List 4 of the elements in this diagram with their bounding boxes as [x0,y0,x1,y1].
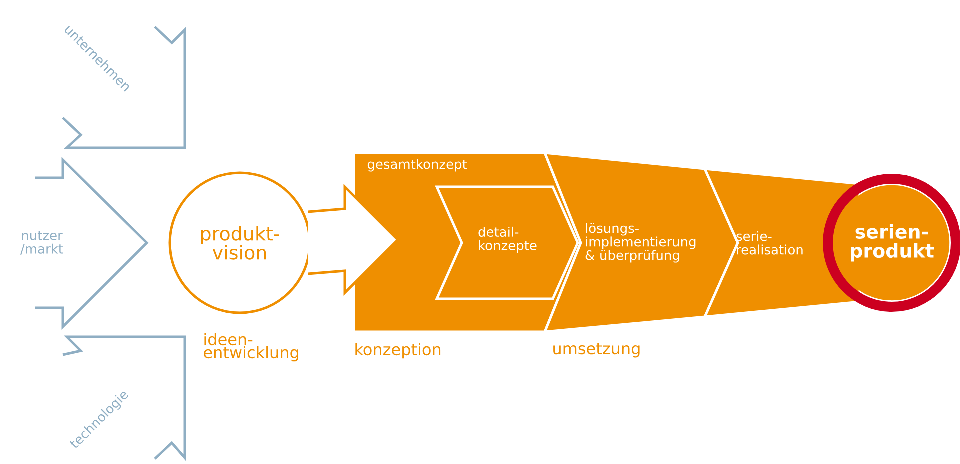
stage-label: ideen- entwicklung [204,333,298,362]
chevron-box: detail- konzepte [435,186,580,300]
stage-label: umsetzung [554,343,640,358]
stage-label: konzeption [356,343,441,359]
